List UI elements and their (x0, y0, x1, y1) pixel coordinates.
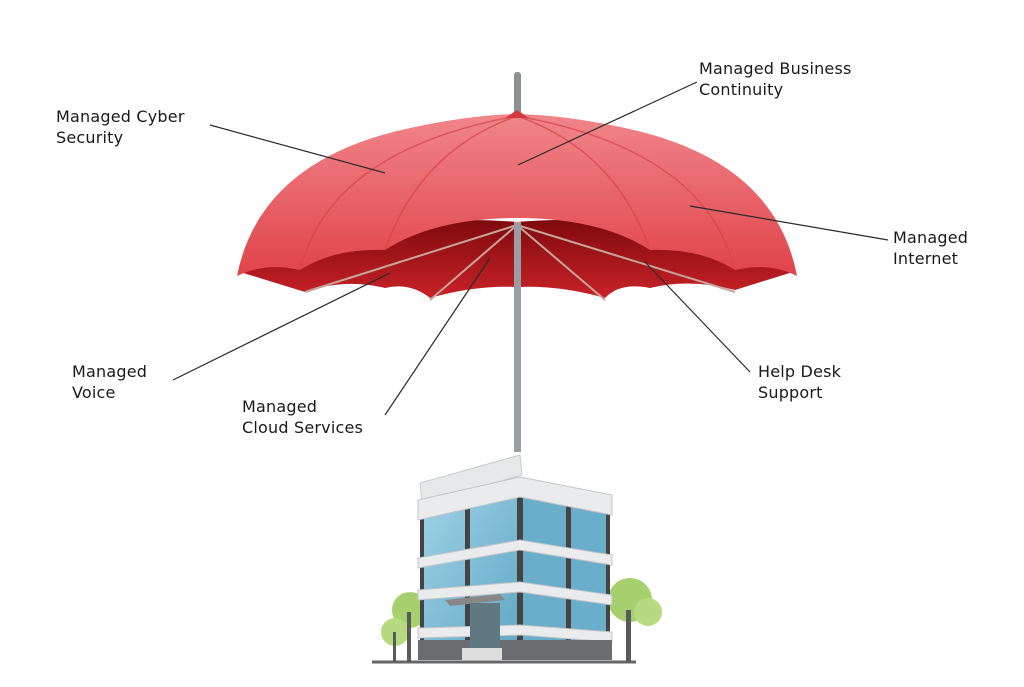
label-line: Managed (242, 397, 318, 416)
label-line: Cloud Services (242, 418, 364, 437)
label-line: Managed (893, 228, 969, 247)
umbrella-shaft (514, 222, 521, 452)
label-line: Continuity (699, 80, 784, 99)
label-managed-cyber-security: Managed Cyber Security (56, 106, 185, 148)
leader-line-cyber (209, 124, 386, 174)
label-line: Managed Cyber (56, 107, 185, 126)
label-line: Security (56, 128, 124, 147)
leader-line-voice (172, 272, 391, 381)
label-help-desk-support: Help Desk Support (758, 361, 841, 403)
leader-line-helpdesk (644, 261, 751, 373)
label-managed-internet: Managed Internet (893, 227, 968, 269)
umbrella (237, 72, 797, 452)
label-line: Managed Business (699, 59, 852, 78)
office-building (372, 454, 662, 664)
label-managed-voice: Managed Voice (72, 361, 147, 403)
leader-line-internet (689, 205, 889, 241)
leader-line-business (517, 81, 698, 166)
umbrella-tip (514, 72, 521, 122)
label-line: Voice (72, 383, 116, 402)
leader-line-cloud (384, 257, 491, 416)
umbrella-canopy (237, 114, 797, 276)
label-managed-business-continuity: Managed Business Continuity (699, 58, 852, 100)
tree-right (608, 578, 662, 662)
label-managed-cloud-services: Managed Cloud Services (242, 396, 363, 438)
umbrella-ribs (304, 224, 736, 301)
tree-left (381, 592, 428, 662)
label-line: Managed (72, 362, 148, 381)
label-line: Internet (893, 249, 959, 268)
label-line: Support (758, 383, 823, 402)
label-line: Help Desk (758, 362, 842, 381)
leader-lines (172, 81, 889, 416)
